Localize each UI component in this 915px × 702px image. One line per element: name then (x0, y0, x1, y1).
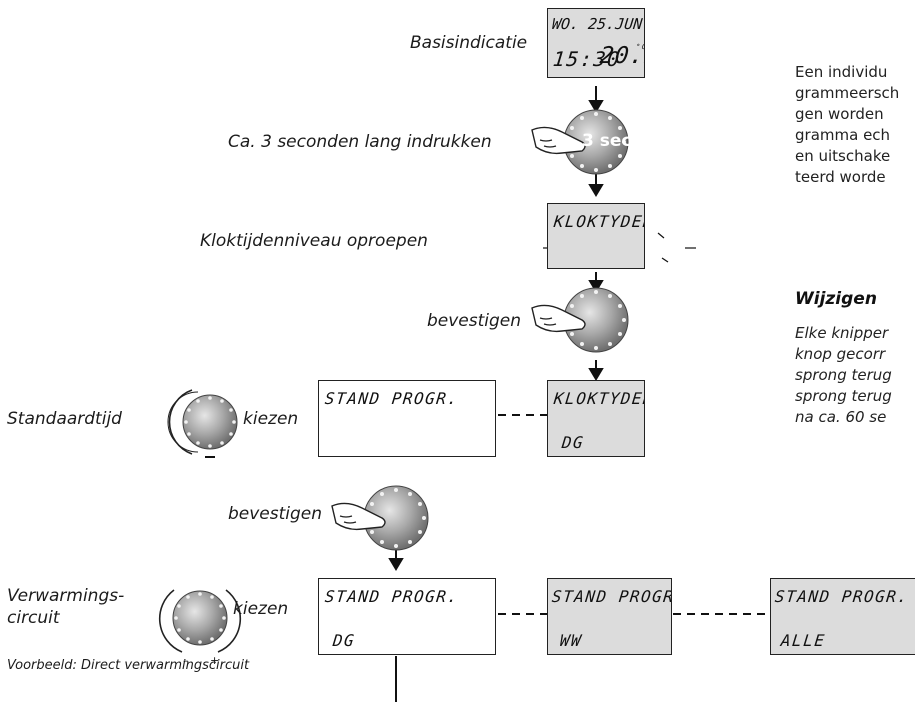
section-heading-wijzigen: Wijzigen (795, 289, 877, 309)
knob-press-icon (331, 485, 429, 551)
lcd-line1: STAND PROGR. (774, 587, 910, 606)
text-line: teerd worde (795, 168, 886, 186)
lcd-line1: STAND PROGR. (324, 389, 460, 408)
lcd-line2: ALLE (780, 631, 827, 650)
down-arrow (588, 174, 604, 197)
lcd-stand-progr-alle: STAND PROGR. ALLE (770, 578, 915, 655)
down-arrow (588, 86, 604, 113)
lcd-stand-progr-dg: STAND PROGR. DG (318, 578, 496, 655)
label-kiezen: kiezen (243, 409, 299, 429)
text-line: gramma ech (795, 126, 891, 144)
label-verwarmings: Verwarmings- (7, 586, 125, 606)
text-line: grammeersch (795, 84, 900, 102)
lcd-stand-progr: STAND PROGR. (318, 380, 496, 457)
svg-text:–: – (183, 654, 189, 667)
lcd-line2: WW (559, 631, 584, 650)
label-bevestigen: bevestigen (228, 504, 323, 524)
lcd-line1: KLOKTYDEN (553, 212, 645, 231)
label-circuit: circuit (7, 608, 60, 628)
label-voorbeeld: Voorbeeld: Direct verwarmingscircuit (7, 658, 250, 673)
text-line: Een individu (795, 63, 888, 81)
lcd-line1: STAND PROGR. (324, 587, 460, 606)
svg-text:+: + (210, 654, 219, 667)
rotary-knob-icon (167, 389, 238, 458)
press-duration-text: 3 sec (582, 131, 632, 151)
label-bevestigen: bevestigen (427, 311, 522, 331)
lcd-kloktijden: KLOKTYDEN (547, 203, 645, 269)
lcd-date: WO. 25.JUN. '03 (551, 15, 645, 33)
lcd-line1: KLOKTYDEN (553, 389, 645, 408)
label-kloktijden-level: Kloktijdenniveau oproepen (200, 231, 428, 251)
text-line: gen worden (795, 105, 884, 123)
lcd-stand-progr-ww: STAND PROGR. WW (547, 578, 672, 655)
text-line: sprong terug (795, 366, 892, 384)
rotary-knob-icon: – + (158, 589, 242, 667)
lcd-temp-unit: °C (635, 43, 645, 51)
text-line: sprong terug (795, 387, 892, 405)
knob-press-icon (531, 287, 629, 353)
label-kiezen: kiezen (233, 599, 289, 619)
text-line: na ca. 60 se (795, 408, 887, 426)
down-arrow (588, 360, 604, 381)
lcd-line1: STAND PROGR. (551, 587, 672, 606)
lcd-kloktijden-dg: KLOKTYDEN DG (547, 380, 645, 457)
lcd-basisindicatie: WO. 25.JUN. '03 15:30 20.5 °C (547, 8, 645, 78)
lcd-line2: DG (561, 433, 586, 452)
lcd-line2: DG (332, 631, 357, 650)
down-arrow (388, 548, 404, 571)
down-arrow (588, 272, 604, 293)
knob-press-icon (531, 109, 629, 175)
text-line: Elke knipper (795, 324, 889, 342)
label-press-3-seconds: Ca. 3 seconden lang indrukken (228, 132, 492, 152)
label-standaardtijd: Standaardtijd (7, 409, 122, 429)
text-line: en uitschake (795, 147, 891, 165)
text-line: knop gecorr (795, 345, 886, 363)
label-basisindicatie: Basisindicatie (410, 33, 528, 53)
